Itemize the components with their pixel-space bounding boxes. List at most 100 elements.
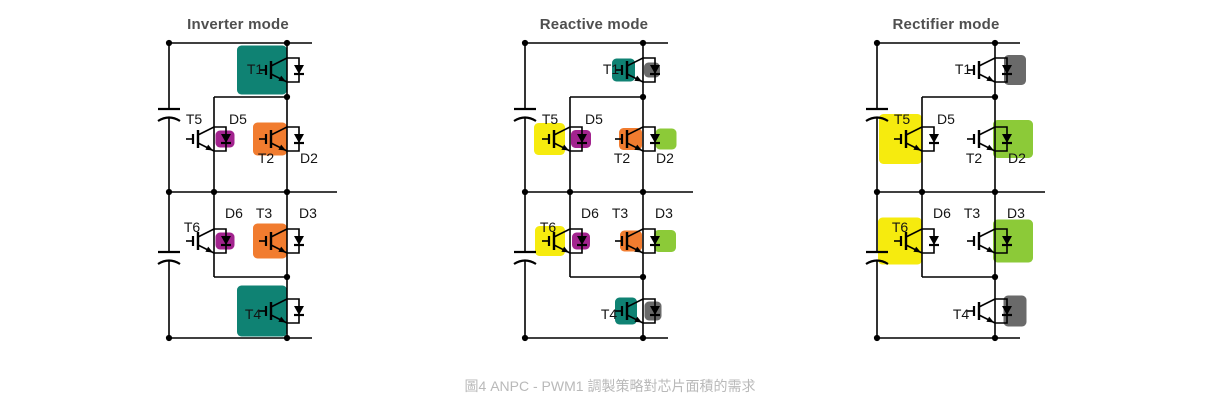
label-D2: D2 — [300, 150, 318, 166]
label-T1: T1 — [247, 61, 264, 77]
label-D2: D2 — [1008, 150, 1026, 166]
junction-dot — [283, 93, 291, 101]
diode-triangle — [294, 236, 304, 245]
diode-triangle — [294, 65, 304, 74]
junction-dot — [566, 188, 574, 196]
diode-triangle — [294, 134, 304, 143]
label-T5: T5 — [186, 111, 203, 127]
igbt-symbol — [615, 126, 660, 152]
emitter-arrow — [634, 144, 642, 151]
wires — [524, 42, 693, 339]
igbt-symbol — [894, 126, 939, 152]
junction-dot — [283, 188, 291, 196]
junction-dot — [991, 273, 999, 281]
highlight-T1-diode — [1004, 55, 1026, 85]
emitter-arrow — [913, 246, 921, 253]
label-T6: T6 — [892, 219, 909, 235]
capacitor-symbol — [865, 107, 889, 122]
label-T5: T5 — [894, 111, 911, 127]
junction-dot — [283, 273, 291, 281]
junction-dot — [165, 334, 173, 342]
label-T4: T4 — [601, 306, 618, 322]
junction-dot — [639, 93, 647, 101]
igbt-symbol — [967, 228, 1012, 254]
capacitor-symbol — [865, 250, 889, 265]
capacitor-symbol — [513, 250, 537, 265]
wires — [876, 42, 1045, 339]
label-T5: T5 — [542, 111, 559, 127]
junction-dot — [521, 334, 529, 342]
emitter-arrow — [986, 316, 994, 323]
diode-triangle — [650, 236, 660, 245]
emitter-arrow — [634, 316, 642, 323]
junction-dot — [639, 188, 647, 196]
emitter-arrow — [913, 144, 921, 151]
diagram-title-rectifier: Rectifier mode — [892, 16, 1000, 33]
igbt-symbol — [967, 298, 1012, 324]
diode-triangle — [650, 65, 660, 74]
diode-triangle — [1002, 236, 1012, 245]
label-D5: D5 — [229, 111, 247, 127]
emitter-arrow — [561, 246, 569, 253]
emitter-arrow — [634, 75, 642, 82]
label-D6: D6 — [225, 205, 243, 221]
igbt-symbol — [894, 228, 939, 254]
emitter-arrow — [205, 246, 213, 253]
igbt-symbol — [186, 228, 231, 254]
junction-dot — [521, 188, 529, 196]
highlight-D2-diode — [993, 120, 1033, 158]
junction-dot — [283, 39, 291, 47]
diode-triangle — [294, 306, 304, 315]
highlight-T2-igbt — [619, 128, 642, 150]
label-T6: T6 — [540, 219, 557, 235]
igbt-symbol — [259, 298, 304, 324]
igbt-symbol — [615, 57, 660, 83]
capacitor-symbol — [513, 107, 537, 122]
label-D3: D3 — [655, 205, 673, 221]
label-T6: T6 — [184, 219, 201, 235]
label-T2: T2 — [966, 150, 983, 166]
label-T4: T4 — [953, 306, 970, 322]
label-T2: T2 — [258, 150, 275, 166]
capacitor-symbol — [157, 250, 181, 265]
diode-triangle — [221, 236, 231, 245]
diode-triangle — [1002, 134, 1012, 143]
emitter-arrow — [278, 144, 286, 151]
diode-triangle — [929, 236, 939, 245]
junction-dot — [210, 188, 218, 196]
igbt-symbol — [259, 57, 304, 83]
diode-triangle — [1002, 65, 1012, 74]
diode-triangle — [929, 134, 939, 143]
emitter-arrow — [986, 246, 994, 253]
diode-triangle — [650, 134, 660, 143]
emitter-arrow — [278, 75, 286, 82]
igbt-symbol — [615, 228, 660, 254]
junction-dot — [639, 273, 647, 281]
diode-triangle — [650, 306, 660, 315]
emitter-arrow — [634, 246, 642, 253]
emitter-arrow — [278, 246, 286, 253]
emitter-arrow — [986, 75, 994, 82]
label-T4: T4 — [245, 306, 262, 322]
capacitor-symbol — [157, 107, 181, 122]
igbt-symbol — [542, 126, 587, 152]
highlight-T1-diode — [644, 62, 660, 78]
junction-dot — [639, 334, 647, 342]
junction-dot — [639, 39, 647, 47]
igbt-symbol — [967, 126, 1012, 152]
highlight-D3-diode — [993, 219, 1033, 263]
emitter-arrow — [561, 144, 569, 151]
junction-dot — [918, 188, 926, 196]
diode-triangle — [577, 236, 587, 245]
figure-caption: 圖4 ANPC - PWM1 調製策略對芯片面積的需求 — [464, 378, 756, 394]
igbt-symbol — [967, 57, 1012, 83]
junction-dot — [283, 334, 291, 342]
label-D6: D6 — [933, 205, 951, 221]
label-T3: T3 — [964, 205, 981, 221]
diode-triangle — [1002, 306, 1012, 315]
